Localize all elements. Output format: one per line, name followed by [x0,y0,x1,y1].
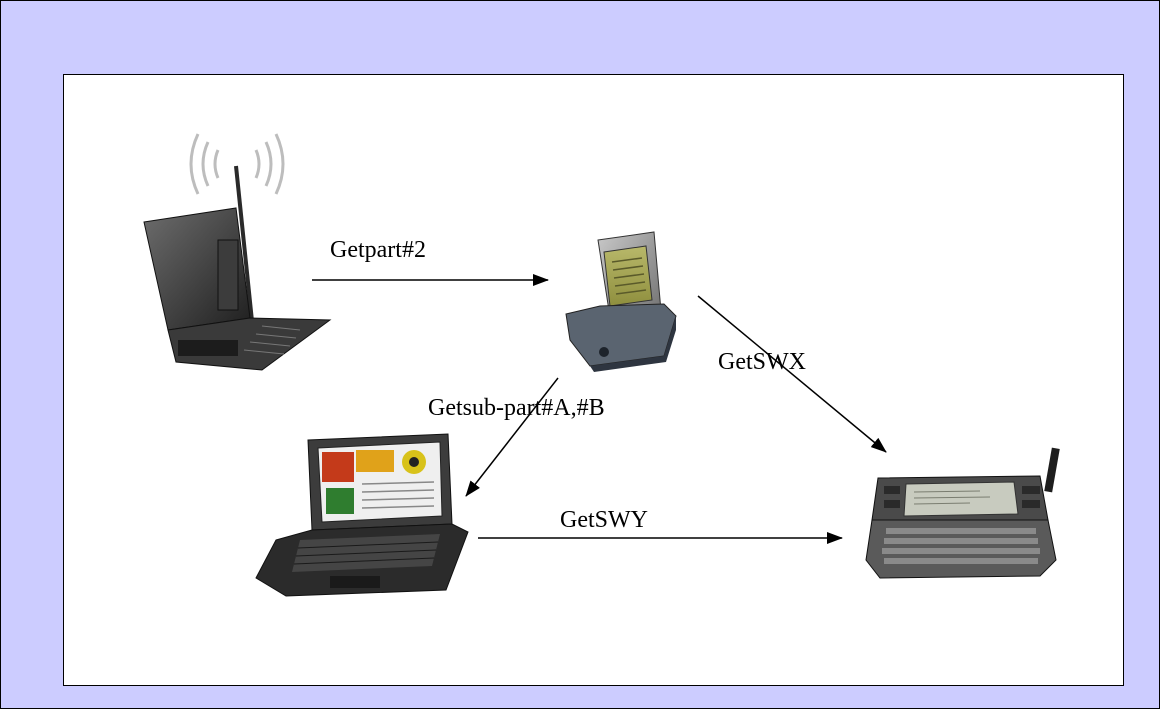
edge-label-getswx: GetSWX [718,349,806,375]
wireless-laptop-icon [143,133,332,371]
pda-icon [565,231,677,372]
edge-label-getsub-part: Getsub-part#A,#B [428,395,605,421]
diagram-panel [63,74,1124,686]
edge-label-getpart: Getpart#2 [330,237,426,263]
radio-waves-icon [189,133,285,195]
notebook-computer-icon [255,433,469,597]
arrow-pda-to-communicator [697,295,887,453]
edge-label-getswy: GetSWY [560,507,648,533]
communicator-phone-icon [865,447,1060,579]
arrow-pda-to-notebook [465,377,559,497]
